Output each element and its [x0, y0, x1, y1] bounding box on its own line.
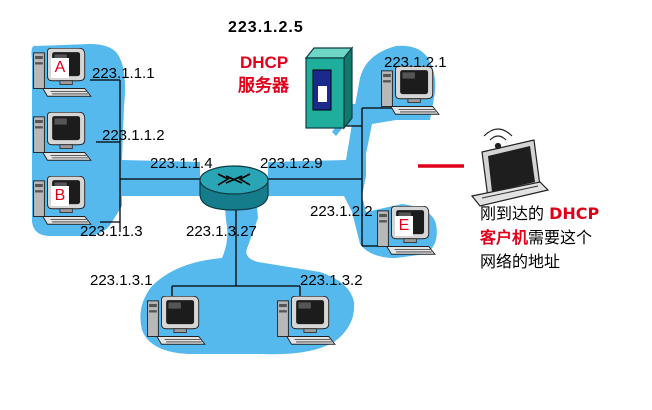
- router-subnet1-ip-label: 223.1.1.4: [150, 155, 213, 172]
- dhcp-server-icon: [304, 46, 354, 130]
- dhcp-server-ip-label: 223.1.2.5: [228, 19, 304, 36]
- host-3-1-ip-label: 223.1.3.1: [90, 272, 153, 289]
- host-a-label: A: [51, 58, 69, 78]
- laptop-icon: [470, 139, 550, 207]
- client-caption-dhcp: DHCP: [549, 204, 600, 223]
- client-caption-prefix: 刚到达的: [480, 204, 545, 223]
- client-caption-needs: 需要这个: [528, 228, 593, 247]
- dhcp-server-title-line2: 服务器: [238, 76, 289, 96]
- client-caption-line3: 网络的地址: [480, 252, 561, 271]
- client-caption-line1: 刚到达的 DHCP: [480, 206, 599, 222]
- dhcp-server-title-line1: DHCP: [240, 53, 289, 72]
- host-b-label: B: [51, 186, 69, 206]
- router-subnet2-ip-label: 223.1.2.9: [260, 155, 323, 172]
- host-a-ip-label: 223.1.1.1: [92, 65, 155, 82]
- host-2-ip-label: 223.1.1.2: [102, 127, 165, 144]
- router-icon: [199, 165, 269, 211]
- router-subnet3-ip-label: 223.1.3.27: [186, 223, 257, 240]
- host-3-2-ip-label: 223.1.3.2: [300, 272, 363, 289]
- host-b-ip-label: 223.1.1.3: [80, 223, 143, 240]
- host-e-label: E: [395, 216, 413, 236]
- client-caption-client: 客户机: [480, 228, 529, 247]
- network-links: [90, 79, 392, 300]
- subnet-2-area: [268, 45, 437, 258]
- wireless-signal-icon: [483, 128, 513, 150]
- host-2-1-ip-label: 223.1.2.1: [384, 54, 447, 71]
- client-caption-line2: 客户机需要这个: [480, 230, 592, 246]
- host-e-ip-label: 223.1.2.2: [310, 203, 373, 220]
